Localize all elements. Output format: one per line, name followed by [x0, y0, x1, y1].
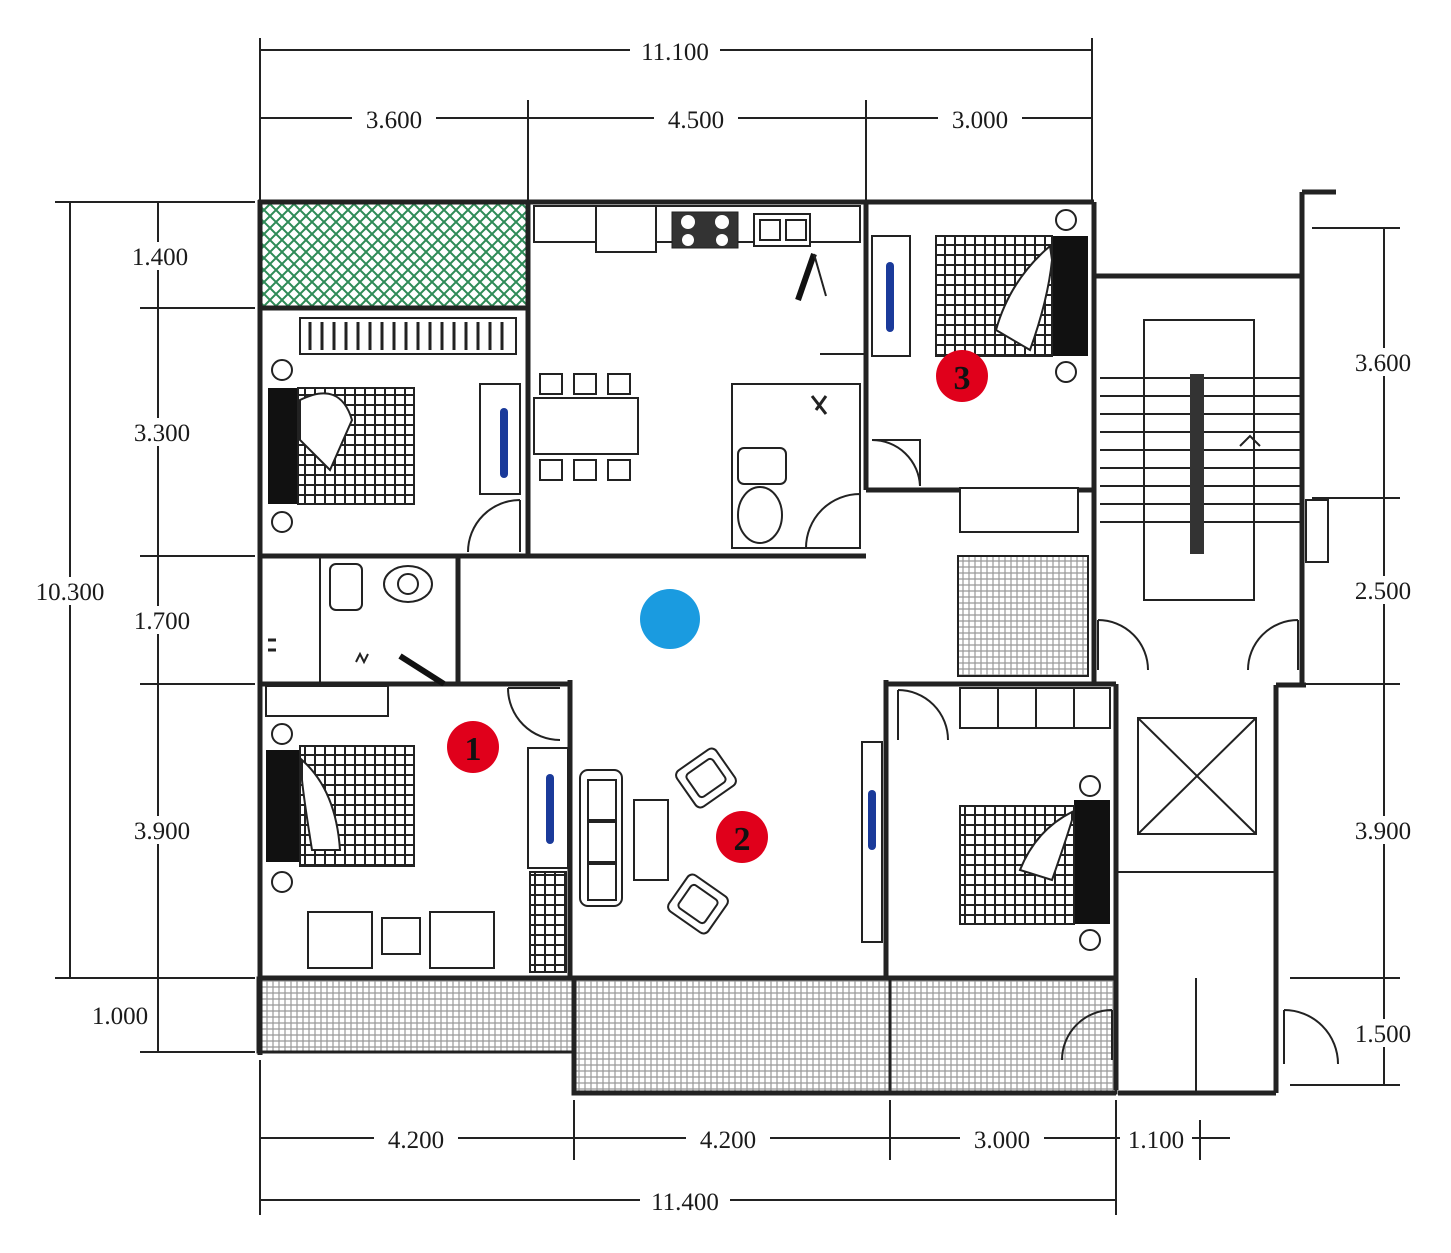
dim-right-4: 1.500 — [1355, 1021, 1411, 1048]
dim-left-total: 10.300 — [36, 579, 105, 606]
marker-1-label: 1 — [465, 731, 482, 768]
dim-bottom-3: 3.000 — [974, 1127, 1030, 1154]
living-room — [579, 741, 883, 943]
dim-left-2: 3.300 — [134, 420, 190, 447]
laundry-area — [957, 555, 1089, 677]
bedroom-3 — [871, 209, 1088, 533]
dim-left-5: 1.000 — [92, 1003, 148, 1030]
marker-blue-point — [640, 589, 700, 649]
dim-left-3: 1.700 — [134, 608, 190, 635]
dim-left-4: 3.900 — [134, 818, 190, 845]
dim-left-1: 1.400 — [132, 244, 188, 271]
balcony-left — [256, 976, 576, 1054]
balcony-middle — [572, 976, 892, 1095]
marker-2 — [716, 811, 768, 863]
marker-1 — [447, 721, 499, 773]
dim-top-2: 4.500 — [668, 107, 724, 134]
dim-bottom-1: 4.200 — [388, 1127, 444, 1154]
location-markers: 1 2 3 — [447, 350, 988, 863]
dim-top-total: 11.100 — [641, 39, 709, 66]
dim-bottom-4: 1.100 — [1128, 1127, 1184, 1154]
dim-right-1: 3.600 — [1355, 350, 1411, 377]
bedroom-top-left — [268, 317, 521, 533]
bedroom-1 — [265, 685, 569, 973]
dimension-labels: 11.100 3.600 4.500 3.000 10.300 1.400 3.… — [25, 38, 1424, 1216]
bathroom-left — [268, 563, 446, 687]
marker-3 — [936, 350, 988, 402]
dim-right-3: 3.900 — [1355, 818, 1411, 845]
bedroom-bottom-right — [959, 687, 1111, 951]
stairwell — [1100, 319, 1329, 1093]
dim-bottom-total: 11.400 — [651, 1189, 719, 1216]
dim-bottom-2: 4.200 — [700, 1127, 756, 1154]
terrace-planter — [259, 201, 529, 309]
doors — [467, 438, 1339, 1065]
dim-right-2: 2.500 — [1355, 578, 1411, 605]
kitchen-dining — [533, 205, 861, 544]
marker-2-label: 2 — [734, 821, 751, 858]
marker-3-label: 3 — [954, 360, 971, 397]
dim-top-1: 3.600 — [366, 107, 422, 134]
balcony-right — [888, 976, 1118, 1095]
dim-top-3: 3.000 — [952, 107, 1008, 134]
